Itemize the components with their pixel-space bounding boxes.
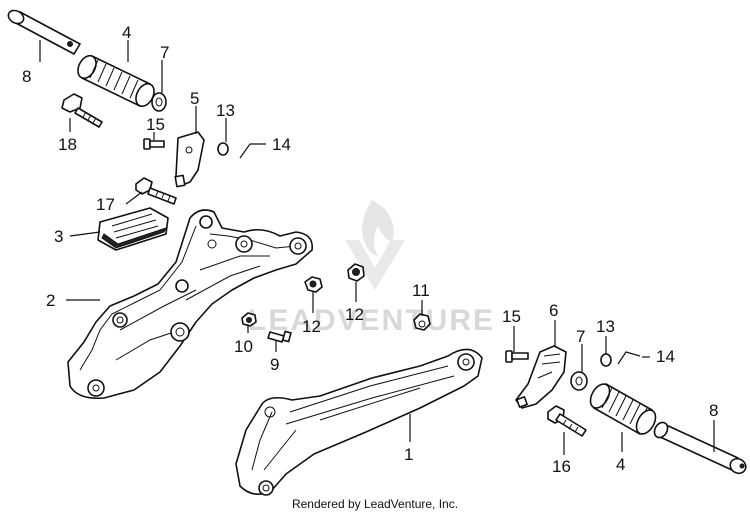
callout-7-upper: 7: [160, 43, 169, 62]
callout-14-upper: 14: [272, 135, 291, 154]
washer-13-lower: [600, 353, 612, 367]
bolt-15-upper: [143, 138, 165, 150]
bolt-16: [547, 405, 587, 437]
footpeg-rubber-lower: [589, 383, 657, 435]
callout-9: 9: [270, 355, 279, 374]
callout-labels: 8 4 7 5 13 14 15 18 17 3 2 12 12 10 9 11…: [22, 23, 718, 476]
callout-12-left: 12: [302, 317, 321, 336]
nut-12-right: [347, 263, 365, 282]
render-credit: Rendered by LeadVenture, Inc.: [291, 497, 459, 511]
bolt-15-lower: [505, 350, 529, 363]
bolt-18: [61, 93, 103, 128]
bolt-17: [135, 177, 177, 205]
washer-upper: [151, 92, 167, 112]
callout-15-upper: 15: [146, 115, 165, 134]
bracket-6: [515, 345, 567, 409]
callout-1: 1: [404, 445, 413, 464]
callout-13-lower: 13: [596, 317, 615, 336]
nut-12-left: [304, 276, 323, 293]
bracket-5: [174, 131, 205, 188]
callout-18: 18: [58, 135, 77, 154]
peg-pin-lower: [653, 421, 747, 475]
callout-16: 16: [552, 457, 571, 476]
callout-7-lower: 7: [576, 327, 585, 346]
callout-10: 10: [234, 337, 253, 356]
step-bracket-2: [67, 209, 313, 400]
peg-pin-upper: [7, 9, 81, 55]
callout-8-lower: 8: [709, 401, 718, 420]
cotter-pin-14-lower: [617, 351, 641, 365]
watermark-logo-icon: [345, 200, 405, 290]
callout-8-upper: 8: [22, 67, 31, 86]
cotter-pin-14-upper: [239, 143, 266, 159]
callout-17: 17: [96, 195, 115, 214]
callout-6: 6: [549, 301, 558, 320]
nut-11: [413, 313, 431, 331]
watermark-text: LEADVENTURE: [248, 304, 495, 337]
callout-3: 3: [54, 227, 63, 246]
callout-4-lower: 4: [616, 455, 625, 474]
leader-lines: [39, 40, 715, 455]
footpeg-rubber-upper: [77, 54, 155, 108]
callout-14-lower: 14: [656, 347, 675, 366]
callout-12-right: 12: [345, 305, 364, 324]
callout-2: 2: [46, 291, 55, 310]
callout-4-upper: 4: [122, 23, 131, 42]
callout-15-lower: 15: [502, 307, 521, 326]
step-arm-1: [235, 348, 483, 496]
callout-5: 5: [190, 89, 199, 108]
bolt-9: [267, 330, 292, 343]
washer-7-lower: [570, 371, 588, 391]
callout-11: 11: [412, 281, 430, 300]
rubber-pad-3: [97, 207, 169, 251]
callout-13-upper: 13: [216, 101, 235, 120]
washer-13-upper: [217, 142, 229, 156]
nut-10: [241, 312, 257, 327]
